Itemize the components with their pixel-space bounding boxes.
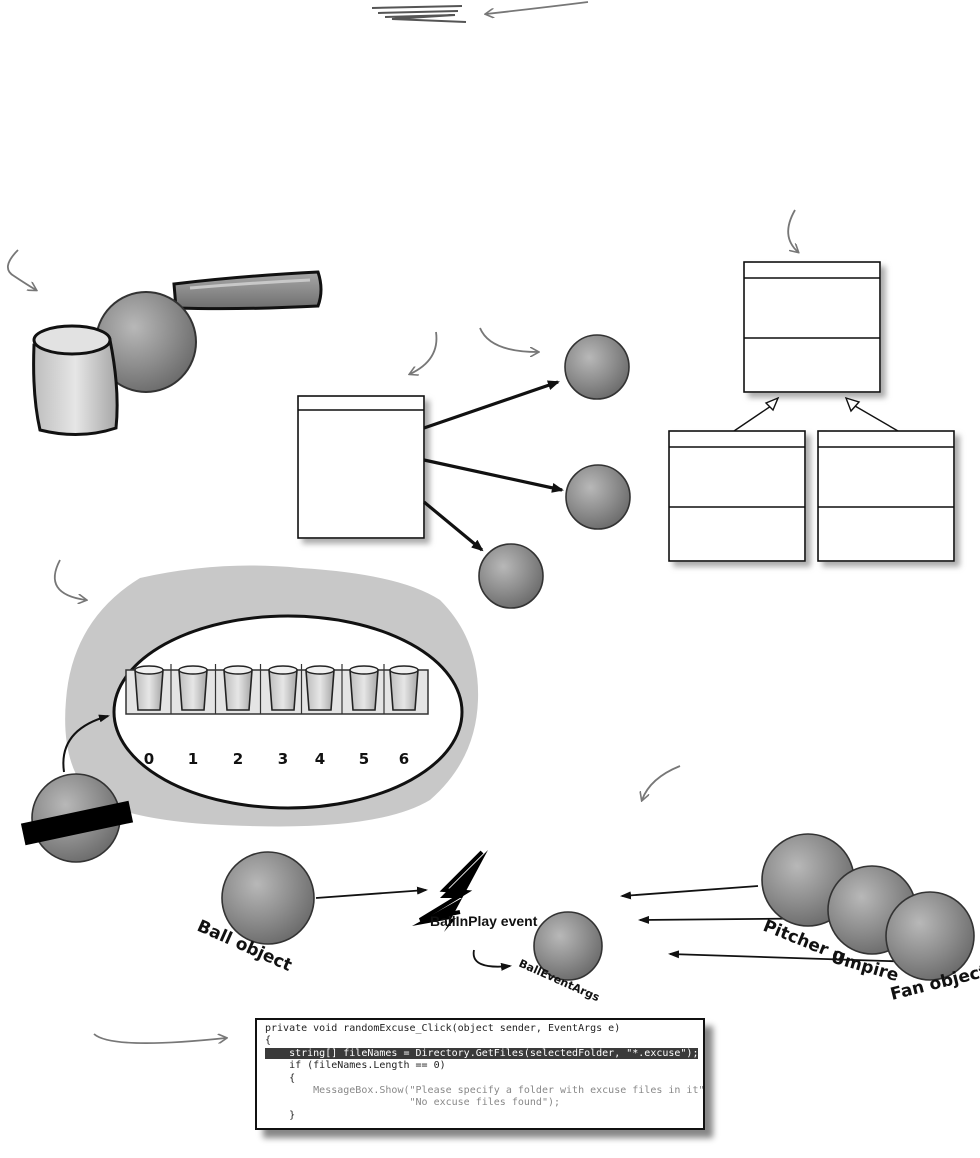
code-line-text: private void randomExcuse_Click(object s… bbox=[265, 1023, 621, 1034]
array-index: 5 bbox=[359, 750, 369, 768]
array-cup-rim bbox=[223, 665, 253, 675]
subscriber-arrow-fan bbox=[668, 950, 919, 963]
pencil-arrow-class-top bbox=[787, 209, 798, 252]
array-index: 4 bbox=[315, 750, 325, 768]
array-index: 1 bbox=[188, 750, 198, 768]
array-indices: 0 1 2 3 4 5 6 bbox=[144, 750, 409, 768]
cup-ball-bat-illustration bbox=[32, 270, 323, 437]
code-line: string[] fileNames = Directory.GetFiles(… bbox=[265, 1047, 699, 1060]
array-cup bbox=[268, 669, 298, 711]
array-cups bbox=[125, 664, 429, 715]
object-ball-1 bbox=[564, 334, 630, 400]
code-line-text: string[] fileNames = Directory.GetFiles(… bbox=[265, 1047, 699, 1059]
object-ball-2 bbox=[565, 464, 631, 530]
code-line-text: if (fileNames.Length == 0) bbox=[265, 1060, 446, 1072]
scribble-mark bbox=[371, 5, 467, 23]
bat-bar bbox=[172, 270, 323, 311]
code-line: MessageBox.Show("Please specify a folder… bbox=[265, 1085, 703, 1097]
array-cup-rim bbox=[268, 665, 298, 675]
reference-arrow-1 bbox=[423, 380, 560, 430]
code-line: if (fileNames.Length == 0) bbox=[265, 1060, 695, 1072]
pencil-arrow-code bbox=[93, 1034, 226, 1045]
subscriber-arrow-pitcher bbox=[620, 885, 759, 900]
code-line: } bbox=[265, 1110, 695, 1122]
array-cup-rim bbox=[305, 665, 335, 675]
pencil-arrow-events bbox=[642, 765, 681, 800]
event-name-label: BallInPlay event bbox=[430, 913, 538, 929]
code-snippet: private void randomExcuse_Click(object s… bbox=[255, 1018, 705, 1130]
code-line-text: "No excuse files found"); bbox=[265, 1097, 561, 1109]
raise-event-arrow bbox=[315, 886, 428, 899]
code-line: private void randomExcuse_Click(object s… bbox=[265, 1023, 695, 1035]
class-box-middle bbox=[297, 395, 425, 539]
object-ball-3 bbox=[478, 543, 544, 609]
cup-icon bbox=[32, 324, 119, 437]
class-box-derived-right bbox=[817, 430, 955, 562]
array-cup bbox=[389, 669, 419, 711]
array-cup-rim bbox=[389, 665, 419, 675]
pencil-arrow-left-top bbox=[7, 249, 36, 290]
array-index: 3 bbox=[278, 750, 288, 768]
array-index: 0 bbox=[144, 750, 154, 768]
reference-arrow-2 bbox=[423, 458, 564, 493]
event-args-arrow bbox=[472, 949, 512, 971]
code-line: "No excuse files found"); bbox=[265, 1097, 695, 1109]
class-box-derived-left bbox=[668, 430, 806, 562]
redaction-bar bbox=[20, 800, 134, 846]
array-index: 6 bbox=[399, 750, 409, 768]
reference-arrow-3 bbox=[422, 500, 484, 552]
code-line-text: { bbox=[265, 1072, 296, 1084]
array-cup-rim bbox=[349, 665, 379, 675]
array-cup bbox=[223, 669, 253, 711]
ball-object bbox=[221, 851, 315, 945]
inheritance-arrows bbox=[733, 396, 899, 432]
pencil-arrow-class-mid bbox=[410, 331, 438, 374]
code-line: { bbox=[265, 1035, 695, 1047]
array-cup bbox=[349, 669, 379, 711]
code-line: { bbox=[265, 1073, 695, 1085]
array-index: 2 bbox=[233, 750, 243, 768]
code-line-text: MessageBox.Show("Please specify a folder… bbox=[265, 1084, 705, 1096]
fan-object bbox=[885, 891, 975, 981]
class-box-base bbox=[743, 261, 881, 393]
array-reference-arrow bbox=[62, 714, 110, 773]
array-cup-rim bbox=[178, 665, 208, 675]
array-cup bbox=[178, 669, 208, 711]
array-cup bbox=[305, 669, 335, 711]
array-cup-rim bbox=[134, 665, 164, 675]
event-args-object bbox=[533, 911, 603, 981]
pencil-arrow-top bbox=[486, 1, 589, 14]
pencil-arrow-heap bbox=[53, 559, 86, 600]
code-line-text: { bbox=[265, 1035, 272, 1047]
array-cup bbox=[134, 669, 164, 711]
pencil-arrow-object-ref bbox=[479, 327, 538, 352]
code-line-text: } bbox=[265, 1109, 296, 1121]
